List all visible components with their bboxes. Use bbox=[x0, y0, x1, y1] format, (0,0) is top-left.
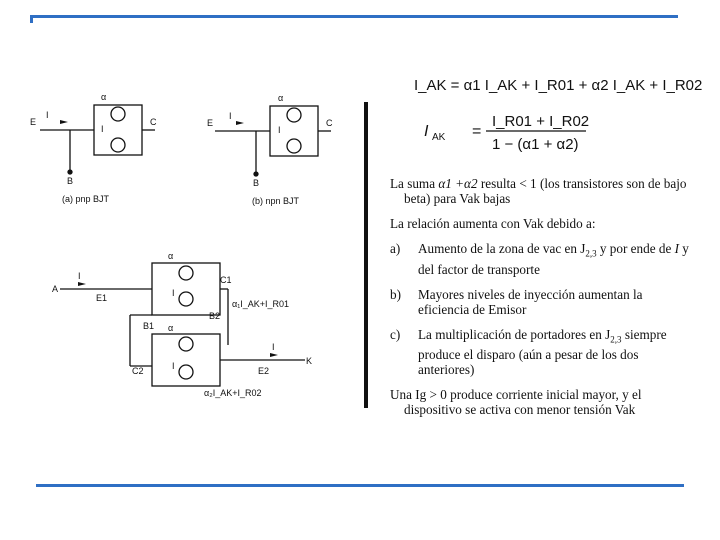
scr-bottom-current-label: α₂I_AK+I_R02 bbox=[204, 388, 261, 398]
npn-collector-label: C bbox=[326, 118, 333, 128]
circuit-figure: E C B I α I (a) pnp BJT E C B I α I (b) … bbox=[30, 92, 333, 398]
formula-block: I_AK = α1 I_AK + I_R01 + α2 I_AK + I_R02… bbox=[414, 77, 702, 153]
top-accent-rule bbox=[30, 15, 678, 18]
npn-emitter-label: E bbox=[207, 118, 213, 128]
scr-src1-bot-label: I bbox=[172, 288, 175, 298]
npn-ie-label: I bbox=[229, 111, 232, 121]
pnp-ie-label: I bbox=[46, 110, 49, 120]
formula-denominator: 1 − (α1 + α2) bbox=[492, 136, 579, 153]
svg-text:=: = bbox=[472, 123, 481, 140]
scr-src1-top-label: α bbox=[168, 251, 173, 261]
scr-c2-label: C2 bbox=[132, 366, 144, 376]
pnp-caption: (a) pnp BJT bbox=[62, 194, 110, 204]
formula-lhs: I bbox=[424, 123, 429, 140]
scr-iak-left-label: I bbox=[78, 271, 81, 281]
scr-iak-right-label: I bbox=[272, 342, 275, 352]
scr-e2-label: E2 bbox=[258, 366, 269, 376]
formula-numerator: I_R01 + I_R02 bbox=[492, 113, 589, 130]
column-divider bbox=[364, 102, 368, 408]
top-accent-tick bbox=[30, 15, 33, 23]
pnp-base-label: B bbox=[67, 176, 73, 186]
scr-c1-label: C1 bbox=[220, 275, 232, 285]
bottom-accent-rule bbox=[36, 484, 684, 487]
list-item: c) La multiplicación de portadores en J2… bbox=[390, 326, 667, 378]
explanation-text: La suma α1 +α2 resulta < 1 (los transist… bbox=[390, 176, 690, 427]
scr-e1-label: E1 bbox=[96, 293, 107, 303]
scr-src2-bot-label: I bbox=[172, 361, 175, 371]
npn-base-label: B bbox=[253, 178, 259, 188]
npn-source-top-label: α bbox=[278, 93, 283, 103]
npn-caption: (b) npn BJT bbox=[252, 196, 300, 206]
paragraph-sum: La suma α1 +α2 resulta < 1 (los transist… bbox=[390, 176, 687, 206]
list-item: b) Mayores niveles de inyección aumentan… bbox=[390, 286, 643, 317]
npn-source-bot-label: I bbox=[278, 125, 281, 135]
pnp-emitter-label: E bbox=[30, 117, 36, 127]
formula-line1: I_AK = α1 I_AK + I_R01 + α2 I_AK + I_R02 bbox=[414, 77, 702, 94]
paragraph-relation: La relación aumenta con Vak debido a: bbox=[390, 216, 596, 231]
scr-src2-top-label: α bbox=[168, 323, 173, 333]
scr-b1-label: B1 bbox=[143, 321, 154, 331]
paragraph-gate: Una Ig > 0 produce corriente inicial may… bbox=[390, 387, 642, 418]
list-item: a) Aumento de la zona de vac en J2,3 y p… bbox=[390, 241, 689, 277]
pnp-source-top-label: α bbox=[101, 92, 106, 102]
scr-mid-current-label: α₁I_AK+I_R01 bbox=[232, 299, 289, 309]
pnp-collector-label: C bbox=[150, 117, 157, 127]
scr-anode-label: A bbox=[52, 284, 58, 294]
formula-lhs-sub: AK bbox=[432, 132, 446, 143]
pnp-source-bot-label: I bbox=[101, 124, 104, 134]
scr-cathode-label: K bbox=[306, 356, 312, 366]
scr-b2-label: B2 bbox=[209, 311, 220, 321]
